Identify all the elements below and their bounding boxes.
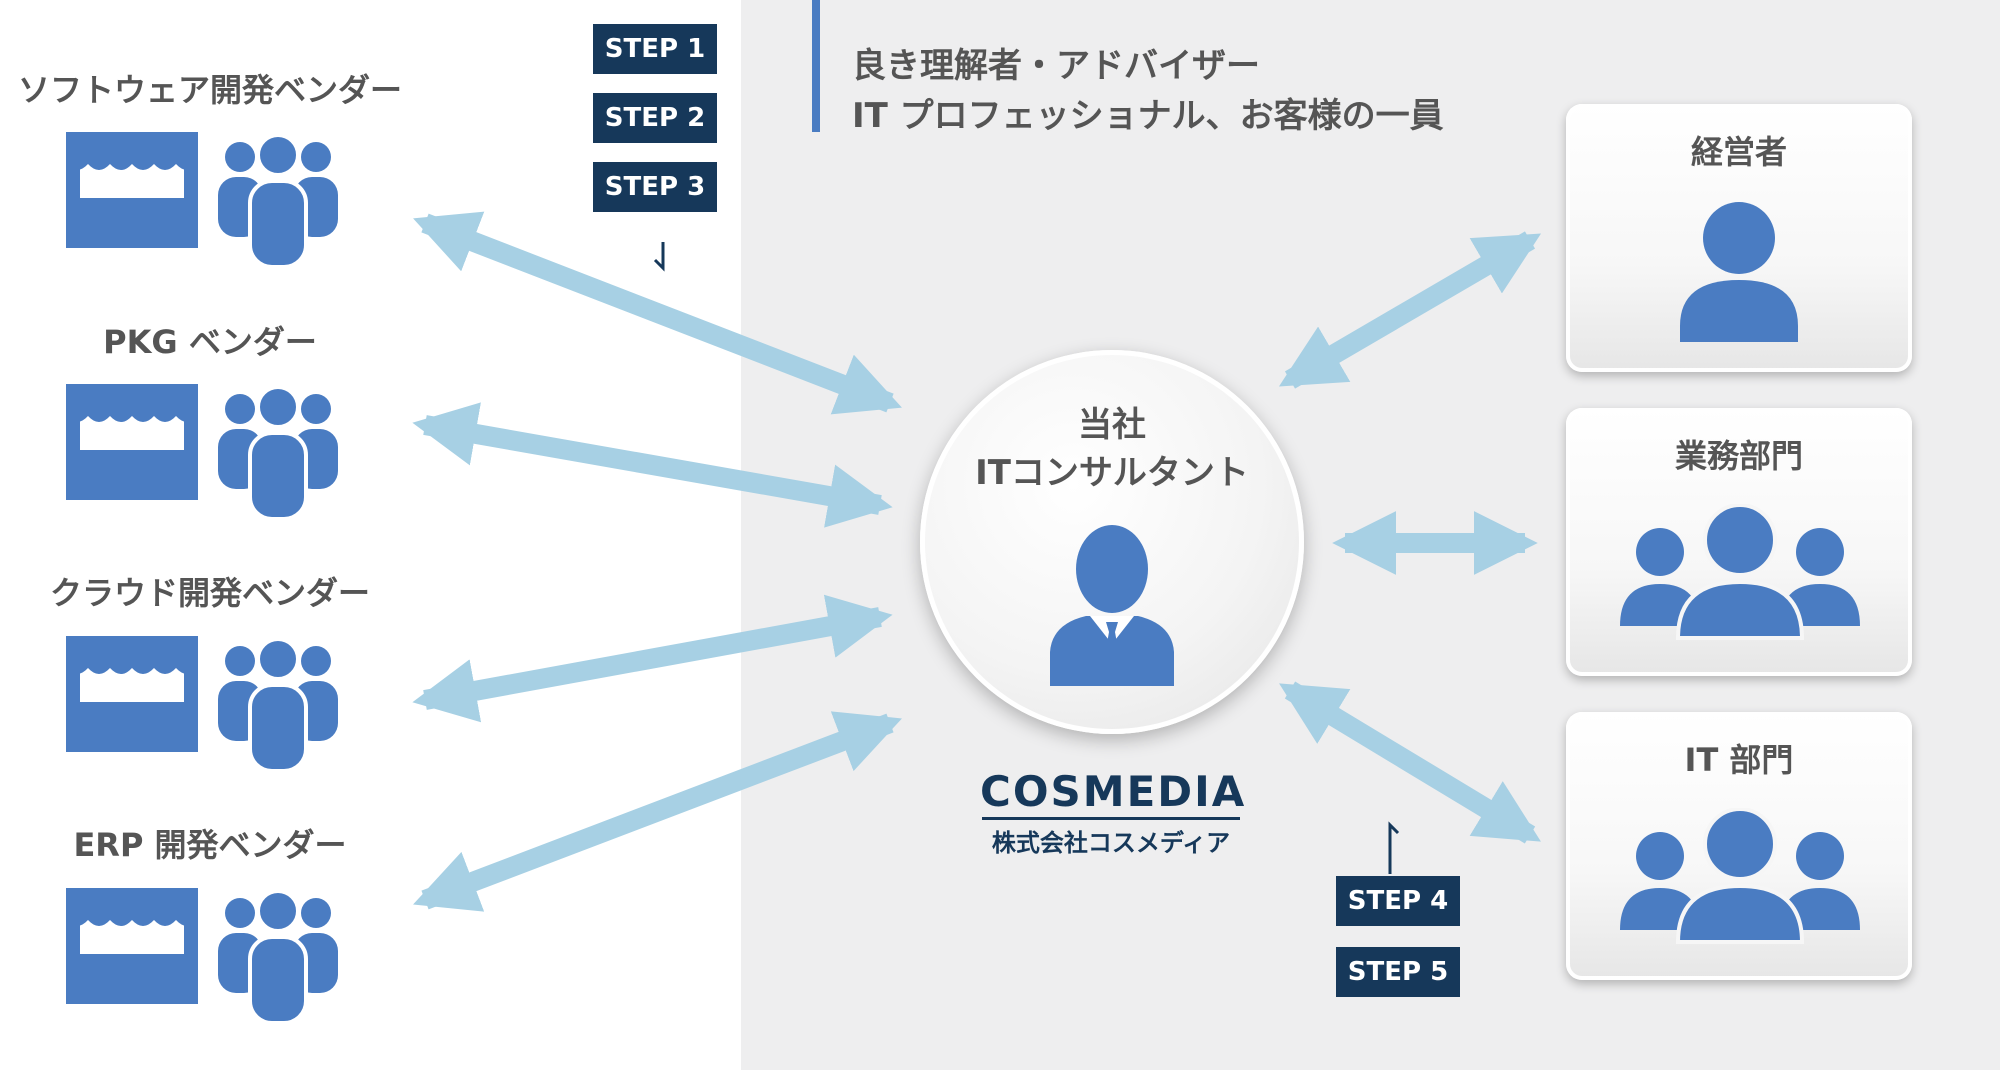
- step4-pointer: [1388, 821, 1400, 874]
- person-icon: [1680, 202, 1798, 342]
- crowd-icon: [218, 637, 338, 771]
- step3-pointer: [653, 242, 665, 272]
- group-icon: [1620, 504, 1860, 640]
- card-title: 業務部門: [1674, 437, 1803, 475]
- vendor-label-pkg: PKG ベンダー: [103, 323, 317, 361]
- step-3-badge: STEP 3: [593, 162, 717, 212]
- stakeholder-card-business: 業務部門: [1566, 408, 1912, 676]
- group-icon: [1620, 808, 1860, 944]
- card-title: 経営者: [1690, 133, 1787, 171]
- shop-icon: [66, 132, 198, 248]
- crowd-icon: [218, 385, 338, 519]
- stakeholder-card-it-dept: IT 部門: [1566, 712, 1912, 980]
- arrow-vendor-3: [412, 594, 893, 723]
- arrow-vendor-2: [412, 402, 893, 528]
- vendor-label-cloud: クラウド開発ベンダー: [49, 574, 370, 612]
- company-logo: COSMEDIA: [980, 767, 1247, 816]
- arrow-it-dept: [1279, 681, 1541, 844]
- step-1-badge: STEP 1: [593, 24, 717, 74]
- consultant-line-2: ITコンサルタント: [975, 453, 1249, 493]
- card-title: IT 部門: [1684, 741, 1794, 779]
- vendor-label-erp: ERP 開発ベンダー: [73, 826, 347, 864]
- advisor-line-2: IT プロフェッショナル、お客様の一員: [852, 96, 1444, 136]
- consultant-icon: [1050, 525, 1174, 686]
- step-2-badge: STEP 2: [593, 93, 717, 143]
- step-5-badge: STEP 5: [1336, 947, 1460, 997]
- arrow-vendor-1: [413, 211, 902, 415]
- consultant-line-1: 当社: [1078, 405, 1146, 445]
- crowd-icon: [218, 133, 338, 267]
- logo-underline: [982, 817, 1240, 820]
- shop-icon: [66, 888, 198, 1004]
- vendor-label-software: ソフトウェア開発ベンダー: [17, 71, 402, 109]
- shop-icon: [66, 636, 198, 752]
- stakeholder-card-executive: 経営者: [1566, 104, 1912, 372]
- advisor-accent-bar: [812, 0, 820, 132]
- company-name: 株式会社コスメディア: [991, 829, 1231, 857]
- arrow-executive: [1278, 231, 1542, 389]
- crowd-icon: [218, 889, 338, 1023]
- arrow-vendor-4: [413, 711, 902, 912]
- shop-icon: [66, 384, 198, 500]
- step-4-badge: STEP 4: [1336, 876, 1460, 926]
- advisor-line-1: 良き理解者・アドバイザー: [852, 46, 1260, 86]
